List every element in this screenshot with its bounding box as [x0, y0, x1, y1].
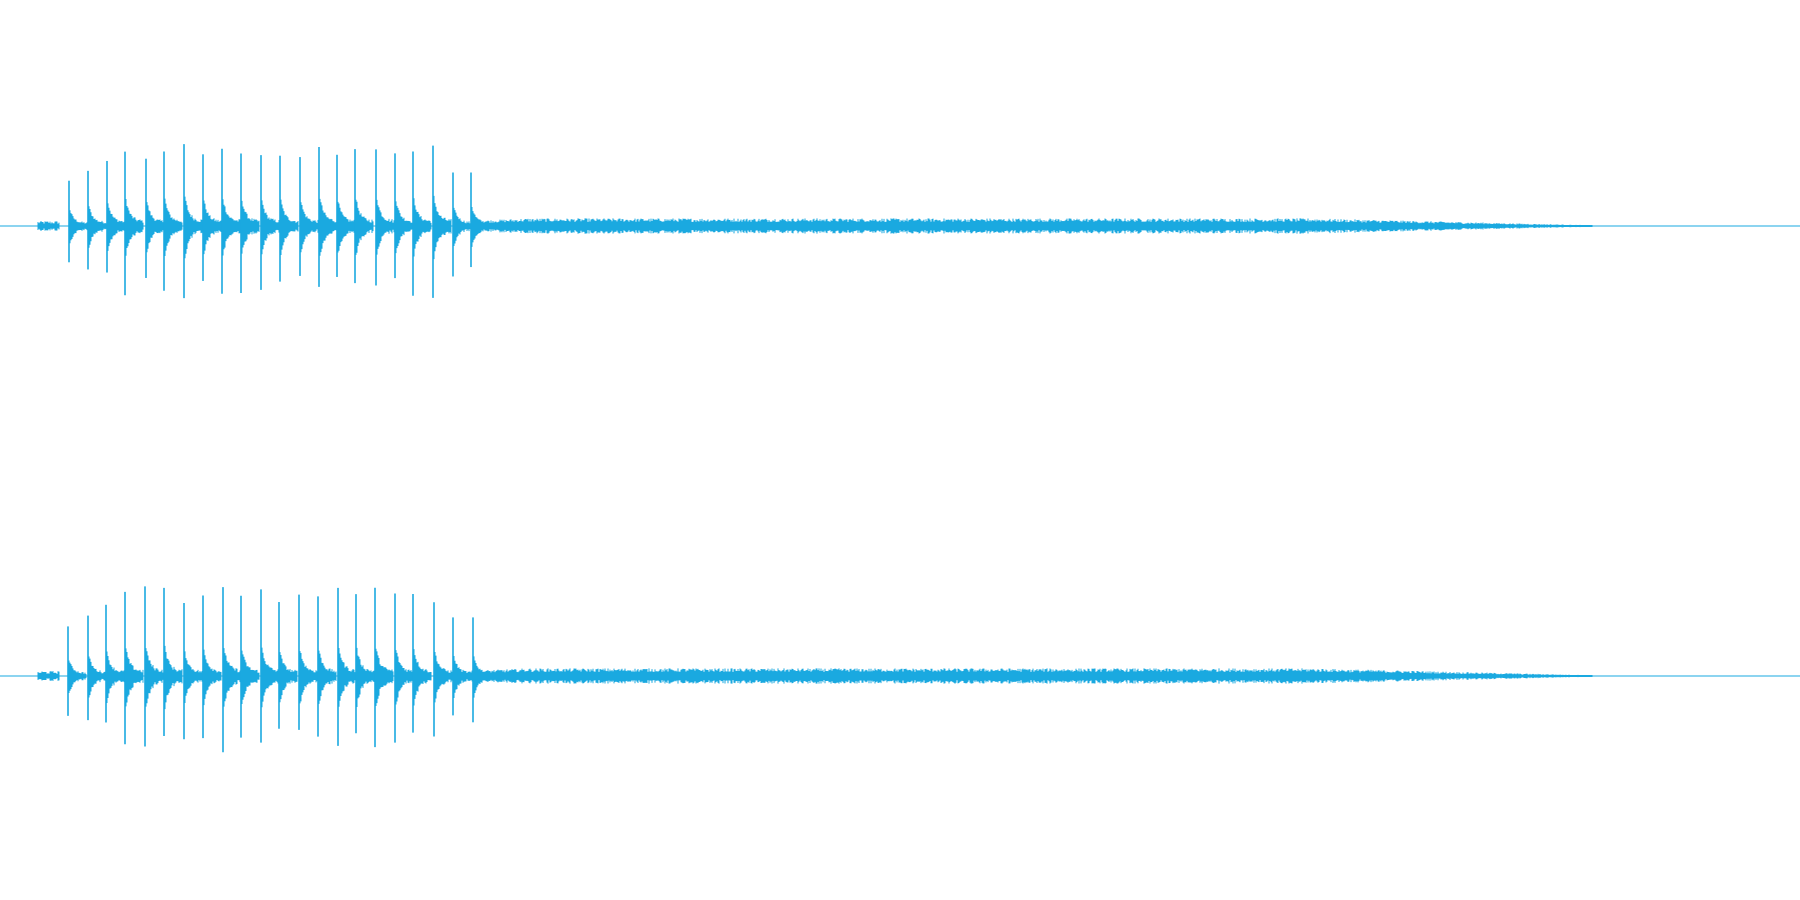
- channel-right-waveform: [0, 586, 1800, 753]
- channel-left-waveform: [0, 144, 1800, 299]
